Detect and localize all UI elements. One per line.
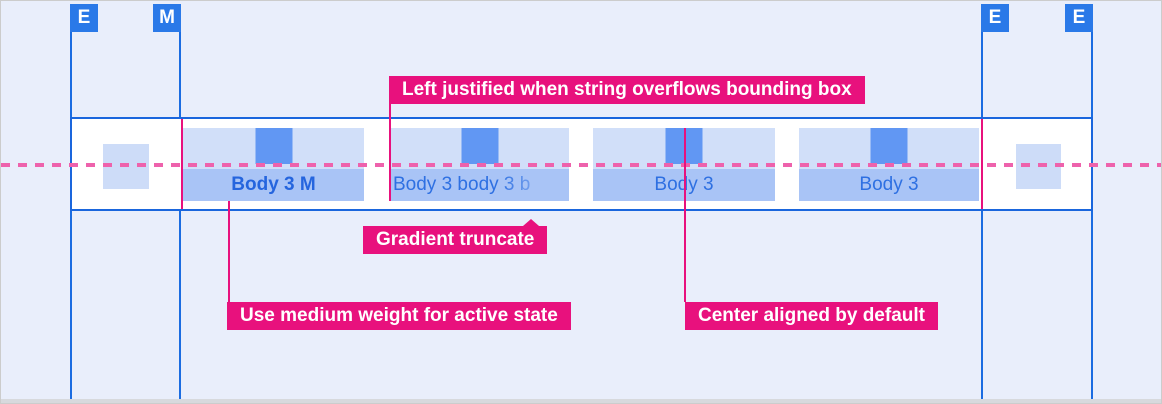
callout-center-aligned: Center aligned by default — [685, 302, 938, 330]
caret-up-icon — [523, 219, 540, 226]
tab-item-overflow[interactable]: Body 3 body 3 b — [390, 128, 569, 201]
center-baseline-dashed-line — [1, 163, 1161, 167]
guide-line-left-edge — [70, 31, 72, 401]
guide-line-tabgroup-end — [981, 31, 983, 401]
callout-text: Gradient truncate — [376, 229, 535, 250]
tab-hit-area — [390, 128, 569, 169]
callout-medium-weight: Use medium weight for active state — [227, 302, 571, 330]
gradient-truncate-overlay — [497, 169, 569, 201]
tab-label-overflow: Body 3 body 3 b — [390, 169, 569, 201]
spacing-marker-e-left: E — [70, 4, 98, 32]
spacing-marker-e-right-outer: E — [1065, 4, 1093, 32]
connector-line-center-callout — [684, 128, 686, 302]
spacing-marker-m: M — [153, 4, 181, 32]
tab-hit-area — [799, 128, 979, 169]
tab-label-text: Body 3 body 3 b — [393, 174, 531, 195]
guide-line-right-edge — [1091, 31, 1093, 401]
connector-line-tabgroup-end — [981, 119, 983, 209]
tab-hit-area — [183, 128, 364, 169]
tab-label-active: Body 3 M — [183, 169, 364, 201]
tab-icon-placeholder — [255, 128, 292, 164]
tab-label-default: Body 3 — [799, 169, 979, 201]
spacing-marker-e-right-inner: E — [981, 4, 1009, 32]
tab-item-default[interactable]: Body 3 — [799, 128, 979, 201]
connector-line-active-callout — [228, 201, 230, 302]
tab-icon-placeholder — [461, 128, 498, 164]
window-bottom-edge — [1, 399, 1161, 403]
connector-line-tabgroup-start — [181, 119, 183, 209]
tab-item-active[interactable]: Body 3 M — [183, 128, 364, 201]
callout-left-justified: Left justified when string overflows bou… — [389, 76, 865, 104]
guide-line-tabgroup-start — [179, 31, 181, 401]
connector-line-overflow-callout — [389, 104, 391, 201]
callout-gradient-truncate: Gradient truncate — [363, 219, 548, 254]
tab-icon-placeholder — [870, 128, 908, 164]
